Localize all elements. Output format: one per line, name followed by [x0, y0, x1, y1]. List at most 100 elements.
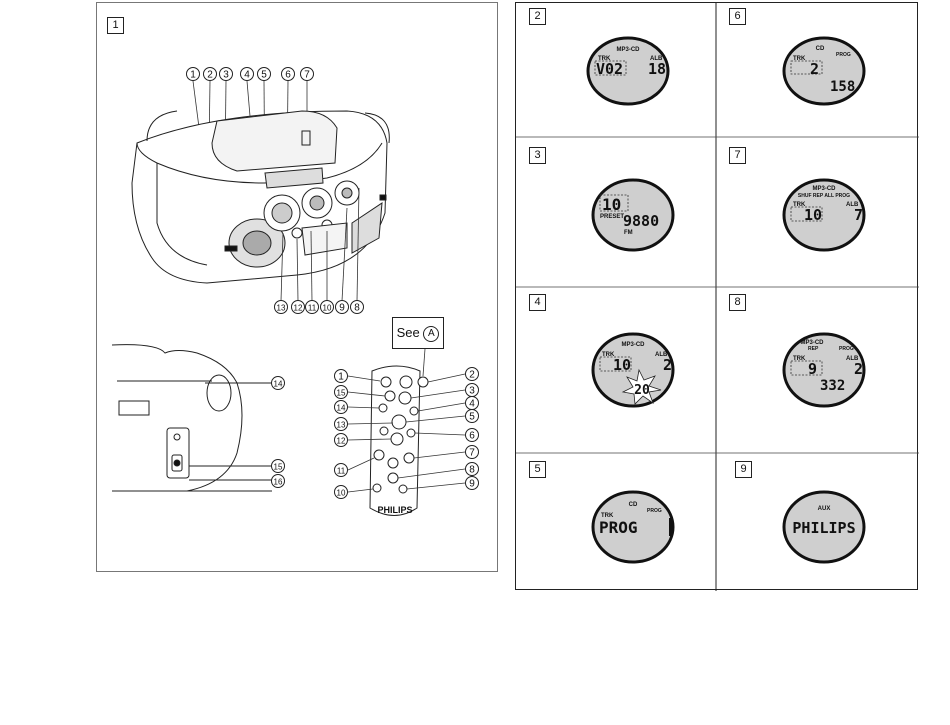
indicator-top: MP3-CD [621, 342, 645, 348]
callout-bottom-5: 8 [350, 300, 364, 314]
indicator-right: ALB [650, 56, 663, 62]
indicator-modes: REP [808, 346, 819, 352]
figure-number: 6 [729, 8, 746, 25]
main-digits: V02 [596, 60, 623, 78]
indicator-right: ALB [655, 352, 668, 358]
main-digits: 10 [804, 206, 822, 224]
svg-text:2: 2 [469, 370, 475, 381]
lcd-display: CD PROG TRK PROG [591, 490, 675, 564]
callout-remote-left-1: 15 [334, 385, 348, 399]
callout-remote-right-2: 4 [465, 396, 479, 410]
figure-2-cell: 2 MP3-CD TRK ALB V02 18 [516, 3, 716, 137]
indicator-left: TRK [793, 202, 806, 208]
top-callouts: 1 2 3 4 5 6 7 [186, 67, 314, 81]
main-digits: PROG [599, 518, 638, 537]
main-digits: PHILIPS [792, 519, 855, 537]
indicator-right: PROG [839, 346, 854, 352]
svg-text:15: 15 [337, 389, 346, 398]
indicator-left: TRK [602, 352, 615, 358]
callout-bottom-0: 13 [274, 300, 288, 314]
svg-text:13: 13 [337, 421, 346, 430]
remote-left-callouts: 1 15 14 13 12 11 10 [334, 369, 348, 499]
figure-3-cell: 3 10 PRESET 9880 FM [516, 137, 716, 287]
svg-text:7: 7 [469, 448, 475, 459]
indicator-left: TRK [598, 56, 611, 62]
indicator-left: TRK [601, 513, 614, 519]
callout-remote-right-6: 8 [465, 462, 479, 476]
svg-text:12: 12 [294, 304, 303, 313]
indicator-left: PRESET [600, 214, 624, 220]
indicator-right: PROG [647, 508, 662, 514]
lcd-display: MP3-CD TRK ALB 10 2 20 [591, 332, 675, 408]
callout-remote-left-3: 13 [334, 417, 348, 431]
remote-brand: PHILIPS [377, 505, 412, 515]
svg-text:14: 14 [274, 380, 283, 389]
svg-text:2: 2 [207, 70, 213, 81]
callout-top-5: 6 [281, 67, 295, 81]
svg-text:6: 6 [285, 70, 291, 81]
callout-bottom-2: 11 [305, 300, 319, 314]
lcd-display: 10 PRESET 9880 FM [591, 178, 675, 252]
figure-number: 1 [107, 17, 124, 34]
indicator-left: TRK [793, 356, 806, 362]
indicator-right: PROG [836, 52, 851, 58]
lcd-display: CD PROG TRK 2 158 [782, 36, 866, 106]
figure-number: 4 [529, 294, 546, 311]
figure-number: 5 [529, 461, 546, 478]
figure-4-cell: 4 MP3-CD TRK ALB 10 2 20 [516, 287, 716, 453]
lcd-figures-panel: 2 MP3-CD TRK ALB V02 18 6 CD PROG TRK 2 [515, 2, 919, 591]
svg-text:4: 4 [469, 399, 475, 410]
indicator-modes: SHUF REP ALL PROG [798, 193, 850, 199]
side-digits: 158 [830, 79, 855, 95]
boombox-illustration: 1 2 3 4 5 6 7 [111, 67, 479, 516]
indicator-top: MP3-CD [616, 47, 640, 53]
indicator-left: TRK [793, 56, 806, 62]
see-reference-box: See A [392, 317, 444, 349]
svg-text:8: 8 [354, 303, 360, 314]
figure-9-cell: 9 AUX PHILIPS [716, 453, 919, 591]
callout-remote-right-5: 7 [465, 445, 479, 459]
main-digits: 2 [810, 60, 819, 78]
main-digits: 10 [613, 356, 631, 374]
callout-remote-left-2: 14 [334, 400, 348, 414]
svg-text:6: 6 [469, 431, 475, 442]
svg-text:3: 3 [223, 70, 229, 81]
callout-remote-right-3: 5 [465, 409, 479, 423]
indicator-bottom: FM [624, 230, 633, 236]
callout-top-6: 7 [300, 67, 314, 81]
callout-bottom-4: 9 [335, 300, 349, 314]
svg-text:16: 16 [274, 478, 283, 487]
svg-text:15: 15 [274, 463, 283, 472]
figure-number: 3 [529, 147, 546, 164]
callout-top-0: 1 [186, 67, 200, 81]
callout-remote-left-6: 10 [334, 485, 348, 499]
indicator-top: CD [816, 46, 825, 52]
svg-text:1: 1 [190, 70, 196, 81]
lcd-display: AUX PHILIPS [782, 490, 866, 564]
svg-text:10: 10 [323, 304, 332, 313]
svg-text:11: 11 [308, 304, 317, 313]
svg-text:5: 5 [469, 412, 475, 423]
figure-6-cell: 6 CD PROG TRK 2 158 [716, 3, 919, 137]
callout-side-0: 14 [271, 376, 285, 390]
svg-text:11: 11 [337, 467, 346, 476]
svg-text:9: 9 [469, 479, 475, 490]
figure-5-cell: 5 CD PROG TRK PROG [516, 453, 716, 591]
see-label: See [396, 325, 420, 340]
lcd-display: MP3-CD TRK ALB V02 18 [586, 36, 670, 106]
callout-top-3: 4 [240, 67, 254, 81]
callout-top-2: 3 [219, 67, 233, 81]
indicator-top: MP3-CD [812, 186, 836, 192]
callout-bottom-1: 12 [291, 300, 305, 314]
callout-remote-left-5: 11 [334, 463, 348, 477]
svg-text:4: 4 [244, 70, 250, 81]
callout-remote-right-1: 3 [465, 383, 479, 397]
lcd-display: MP3-CD SHUF REP ALL PROG TRK ALB 10 7 [782, 178, 866, 252]
remote-right-callouts: 2 3 4 5 6 7 8 9 [465, 367, 479, 490]
figure-number: 8 [729, 294, 746, 311]
see-ref-circle: A [423, 325, 440, 342]
callout-top-4: 5 [257, 67, 271, 81]
svg-text:9: 9 [339, 303, 345, 314]
svg-text:12: 12 [337, 437, 346, 446]
callout-side-2: 16 [271, 474, 285, 488]
